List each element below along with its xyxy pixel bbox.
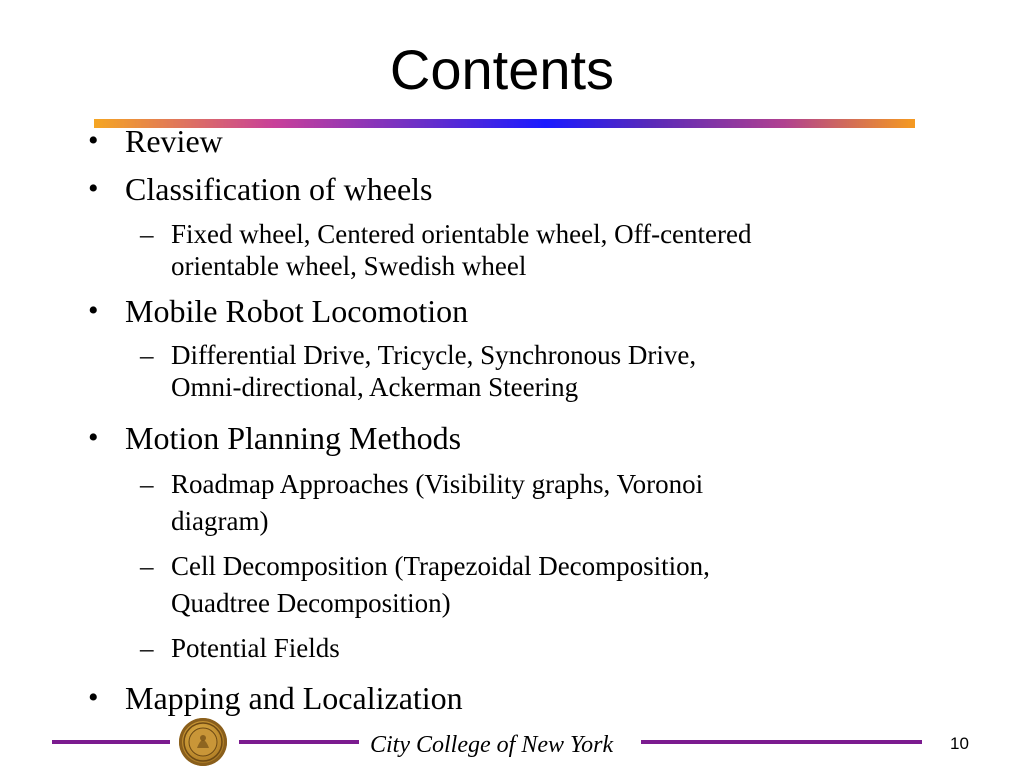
- sub-item-drives-line2: Omni-directional, Ackerman Steering: [171, 372, 579, 402]
- bullet-marker: •: [88, 124, 99, 157]
- bullet-item-review: Review: [125, 123, 223, 159]
- college-seal-logo: [179, 718, 227, 766]
- seal-icon: [183, 722, 223, 762]
- footer-rule-right: [641, 740, 922, 744]
- sub-item-roadmap-line2: diagram): [171, 506, 269, 536]
- dash-marker: –: [140, 469, 154, 499]
- bullet-item-motion-planning: Motion Planning Methods: [125, 420, 462, 456]
- dash-marker: –: [140, 340, 154, 370]
- title-underline: [94, 119, 915, 128]
- bullet-marker: •: [88, 681, 99, 714]
- dash-marker: –: [140, 219, 154, 249]
- sub-item-roadmap-line1: Roadmap Approaches (Visibility graphs, V…: [171, 469, 704, 499]
- sub-item-cell-decomposition-line1: Cell Decomposition (Trapezoidal Decompos…: [171, 551, 710, 581]
- footer-rule-left: [52, 740, 170, 744]
- bullet-item-locomotion: Mobile Robot Locomotion: [125, 293, 469, 329]
- sub-item-potential-fields: Potential Fields: [171, 633, 340, 663]
- bullet-item-classification: Classification of wheels: [125, 171, 433, 207]
- slide-title: Contents: [389, 38, 615, 101]
- sub-item-drives-line1: Differential Drive, Tricycle, Synchronou…: [171, 340, 697, 370]
- footer-institution: City College of New York: [370, 732, 614, 758]
- slide-page-number: 10: [950, 734, 969, 753]
- bullet-marker: •: [88, 294, 99, 327]
- sub-item-wheel-types-line1: Fixed wheel, Centered orientable wheel, …: [171, 219, 752, 249]
- bullet-marker: •: [88, 172, 99, 205]
- dash-marker: –: [140, 633, 154, 663]
- sub-item-wheel-types-line2: orientable wheel, Swedish wheel: [171, 251, 527, 281]
- dash-marker: –: [140, 551, 154, 581]
- footer-rule-middle: [239, 740, 359, 744]
- sub-item-cell-decomposition-line2: Quadtree Decomposition): [171, 588, 451, 618]
- bullet-item-mapping: Mapping and Localization: [125, 680, 463, 716]
- bullet-marker: •: [88, 421, 99, 454]
